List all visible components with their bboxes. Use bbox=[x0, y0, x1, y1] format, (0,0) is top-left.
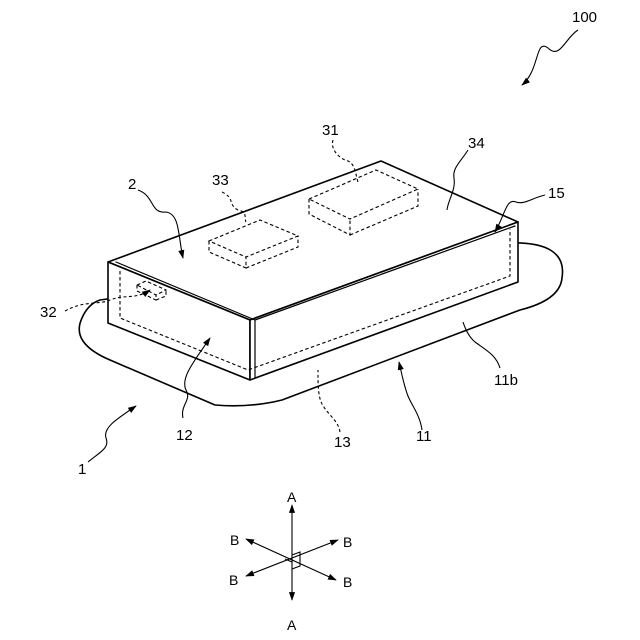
leader-11 bbox=[399, 362, 422, 430]
leader-1 bbox=[88, 406, 136, 462]
label-1: 1 bbox=[78, 461, 86, 478]
axis-label-b-lower-left: B bbox=[229, 572, 238, 588]
label-32: 32 bbox=[40, 304, 57, 321]
label-34: 34 bbox=[468, 135, 485, 152]
label-13: 13 bbox=[334, 434, 351, 451]
label-12: 12 bbox=[176, 427, 193, 444]
label-11: 11 bbox=[416, 428, 432, 445]
label-100: 100 bbox=[572, 9, 597, 26]
label-2: 2 bbox=[128, 176, 136, 193]
axis-b1-arrow bbox=[246, 539, 336, 580]
axis-label-b-upper-right: B bbox=[343, 534, 352, 550]
label-11b: 11b bbox=[494, 372, 518, 389]
axis-label-a-top: A bbox=[287, 489, 297, 505]
leader-100 bbox=[522, 30, 578, 85]
axis-label-b-lower-right: B bbox=[343, 574, 352, 590]
label-15: 15 bbox=[548, 185, 565, 202]
direction-axes: A A B B B B bbox=[229, 489, 352, 633]
label-31: 31 bbox=[322, 122, 339, 139]
axis-label-a-bottom: A bbox=[287, 617, 297, 633]
label-33: 33 bbox=[212, 172, 229, 189]
axis-label-b-upper-left: B bbox=[230, 532, 239, 548]
